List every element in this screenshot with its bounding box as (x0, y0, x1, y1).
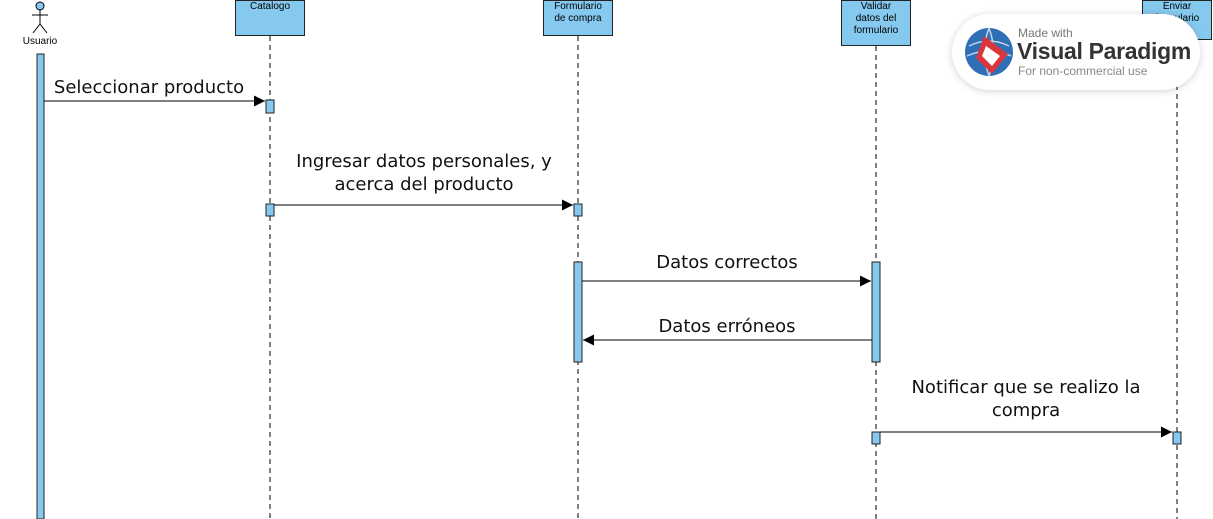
message-label-5: Notificar que se realizo la compra (911, 377, 1141, 421)
activation-catalogo-2 (265, 203, 275, 217)
lifeline-head-validar: Validar datos del formulario (841, 0, 911, 46)
message-label-2: Ingresar datos personales, y acerca del … (296, 151, 552, 195)
lifeline-head-formulario: Formulario de compra (543, 0, 613, 36)
watermark-brand: Visual Paradigm (1017, 38, 1192, 64)
lifeline-head-catalogo: Catalogo (235, 0, 305, 36)
activation-validar-2 (871, 431, 881, 445)
actor-label: Usuario (22, 36, 58, 47)
message-label-1: Seleccionar producto (53, 77, 245, 98)
activation-validar-1 (871, 261, 881, 363)
actor-icon (32, 1, 48, 34)
watermark-note: For non-commercial use (1018, 64, 1148, 78)
activation-formulario-1 (573, 203, 583, 217)
visual-paradigm-logo-icon (965, 27, 1013, 77)
activation-usuario (36, 53, 45, 519)
watermark-made-with: Made with (1018, 26, 1073, 40)
activation-formulario-2 (573, 261, 583, 363)
activation-catalogo-1 (265, 99, 275, 114)
message-label-3: Datos correctos (656, 252, 798, 273)
activation-enviar (1172, 431, 1182, 445)
message-label-4: Datos erróneos (658, 316, 796, 337)
